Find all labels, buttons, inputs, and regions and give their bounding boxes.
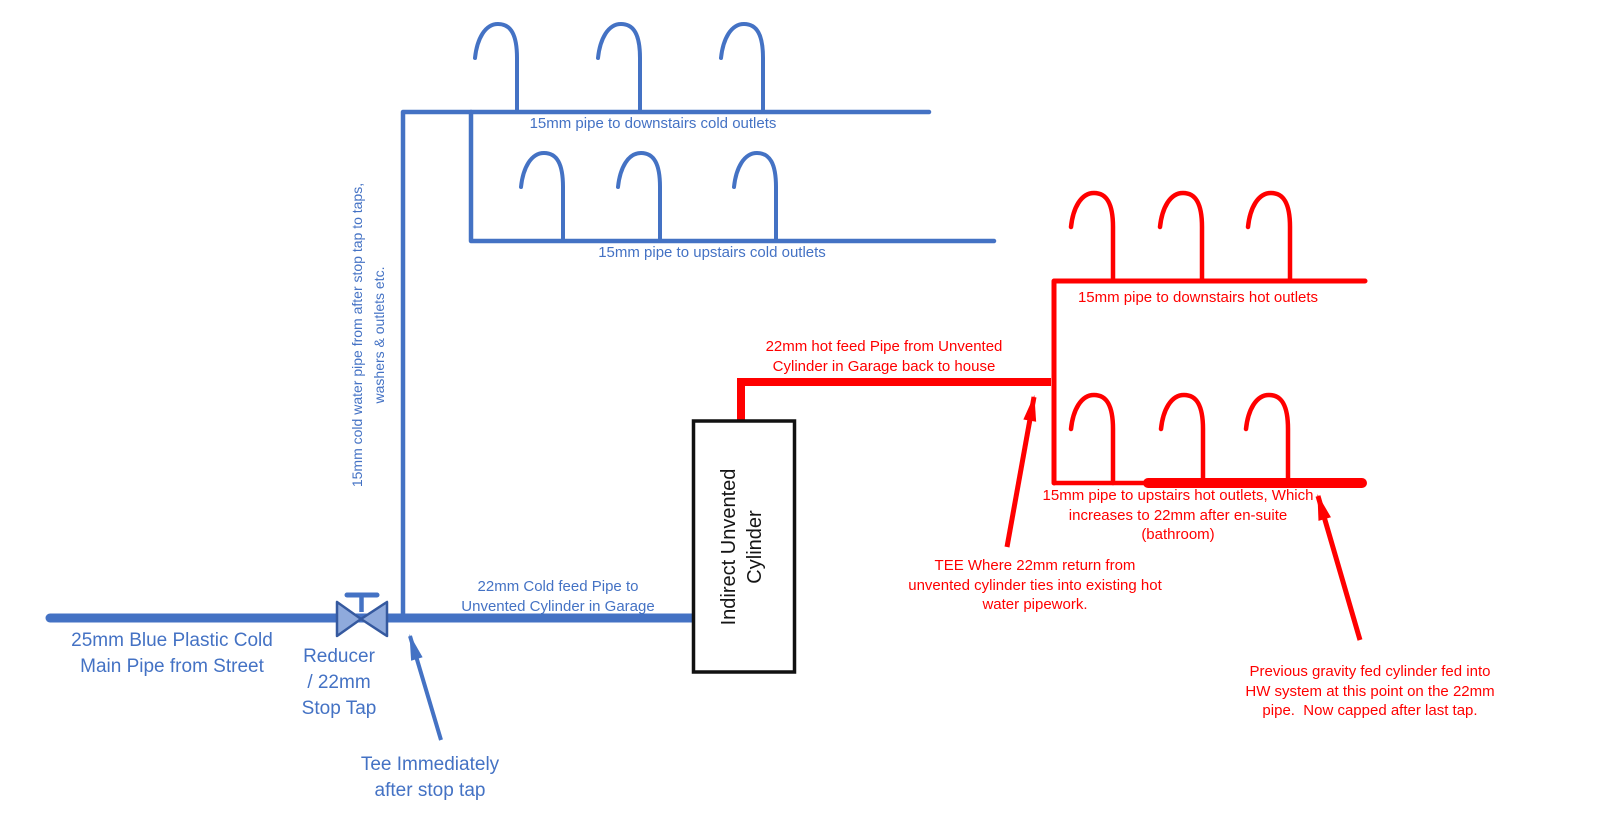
stop-tap-label: Reducer / 22mm Stop Tap	[301, 646, 377, 719]
cold-feed-label: 22mm Cold feed Pipe to Unvented Cylinder…	[461, 578, 655, 615]
cold-riser-label: 15mm cold water pipe from after stop tap…	[349, 182, 387, 488]
hot-upstairs-tap-2	[1158, 392, 1206, 486]
upstairs-hot-label: 15mm pipe to upstairs hot outlets, Which…	[1042, 487, 1314, 543]
hot-riser-and-downstairs-pipe	[1051, 278, 1368, 486]
hot-downstairs-tap-3	[1245, 190, 1293, 284]
cold-downstairs-tap-1	[473, 21, 519, 114]
hot-feed-pipe	[737, 378, 1051, 421]
cold-upstairs-tap-1	[519, 150, 565, 243]
hot-upstairs-tap-3	[1243, 392, 1291, 486]
previous-cylinder-label: Previous gravity fed cylinder fed into H…	[1245, 663, 1495, 719]
upstairs-cold-label: 15mm pipe to upstairs cold outlets	[598, 244, 826, 261]
hot-upstairs-tap-1	[1068, 392, 1116, 486]
previous-cylinder-arrow	[1315, 494, 1363, 641]
cylinder-label: Indirect Unvented Cylinder	[718, 468, 766, 626]
downstairs-hot-label: 15mm pipe to downstairs hot outlets	[1077, 289, 1319, 306]
tee-note-arrow	[408, 634, 443, 741]
cold-upstairs-branch-pipe	[468, 109, 997, 244]
cold-downstairs-tap-3	[719, 21, 765, 114]
cold-upstairs-tap-2	[616, 150, 662, 243]
tee-return-arrow	[1004, 395, 1037, 548]
cold-riser-and-downstairs-pipe	[400, 109, 932, 621]
street-main-label: 25mm Blue Plastic Cold Main Pipe from St…	[71, 630, 273, 677]
unvented-cylinder-box	[691, 419, 797, 674]
tee-note-label: Tee Immediately after stop tap	[360, 754, 500, 801]
hot-downstairs-tap-1	[1068, 190, 1116, 284]
tee-return-label: TEE Where 22mm return from unvented cyli…	[908, 557, 1162, 613]
downstairs-cold-label: 15mm pipe to downstairs cold outlets	[529, 115, 777, 132]
stop-tap-valve-icon	[335, 592, 389, 638]
hot-downstairs-tap-2	[1157, 190, 1205, 284]
cold-upstairs-tap-3	[732, 150, 778, 243]
hot-feed-label: 22mm hot feed Pipe from Unvented Cylinde…	[765, 338, 1003, 375]
cold-downstairs-tap-2	[596, 21, 642, 114]
